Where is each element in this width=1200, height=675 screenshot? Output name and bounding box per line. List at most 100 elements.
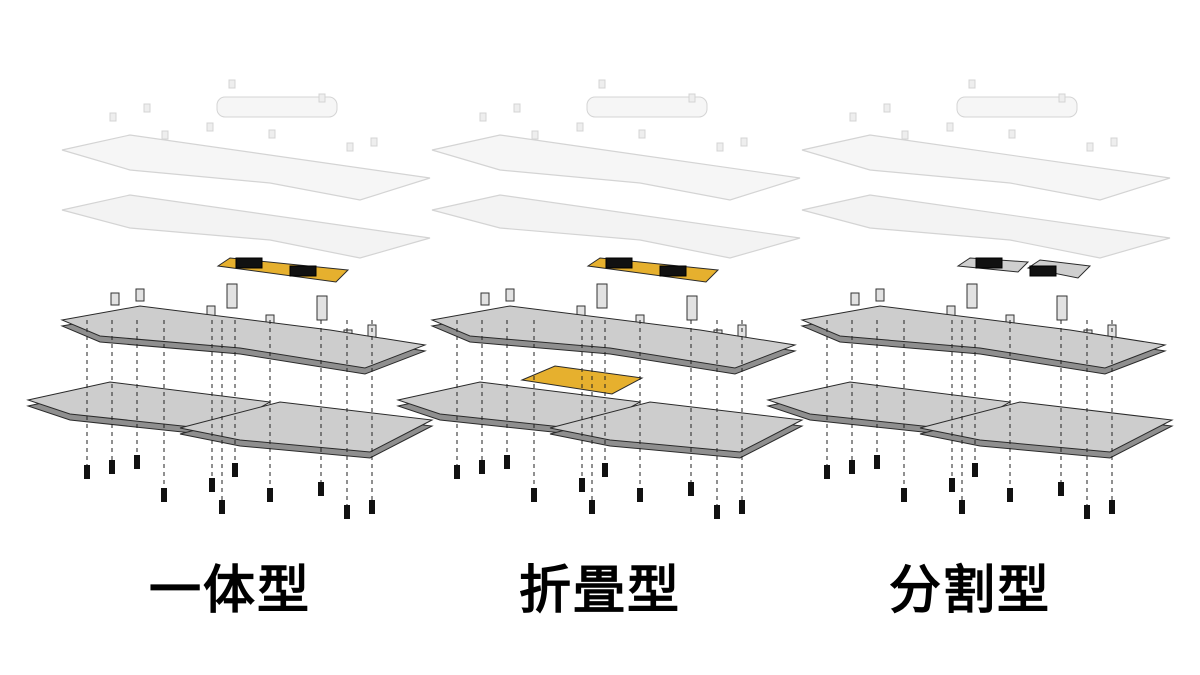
screw	[1084, 505, 1090, 519]
ghost-screw	[1086, 142, 1094, 152]
tall-standoff	[966, 283, 978, 309]
screw	[959, 500, 965, 514]
ghost-screw	[206, 122, 214, 132]
screw	[739, 500, 745, 514]
ghost-screw	[318, 93, 326, 103]
screw	[504, 455, 510, 469]
screw	[849, 460, 855, 474]
connector	[605, 257, 633, 269]
connector	[289, 265, 317, 277]
middle-plate	[800, 305, 1167, 369]
screw	[972, 463, 978, 477]
bridge-pcb-right	[1026, 259, 1092, 279]
ghost-screw	[946, 122, 954, 132]
tall-standoff	[596, 283, 608, 309]
variant-folding	[396, 79, 804, 519]
ghost-screw	[849, 112, 857, 122]
standoff	[850, 292, 860, 306]
bottom-plate-right	[549, 401, 804, 453]
screw	[602, 463, 608, 477]
tall-standoff	[1056, 295, 1068, 321]
screw	[318, 482, 324, 496]
ghost-screw	[268, 129, 276, 139]
ghost-screw	[143, 103, 151, 113]
screw	[949, 478, 955, 492]
ghost-screw	[531, 130, 539, 140]
ghost-screw	[479, 112, 487, 122]
middle-plate	[60, 305, 427, 369]
screw	[589, 500, 595, 514]
screw	[232, 463, 238, 477]
standoff	[480, 292, 490, 306]
ghost-screw	[638, 129, 646, 139]
screw	[134, 455, 140, 469]
screw	[454, 465, 460, 479]
ghost-screw	[576, 122, 584, 132]
cover-top	[216, 96, 338, 118]
label-split: 分割型	[888, 561, 1051, 621]
standoff	[110, 292, 120, 306]
screw	[161, 488, 167, 502]
screw	[267, 488, 273, 502]
ghost-screw	[901, 130, 909, 140]
ghost-screw	[740, 137, 748, 147]
standoff	[135, 288, 145, 302]
screw	[1058, 482, 1064, 496]
keyboard-pcb	[801, 194, 1171, 259]
bottom-plate-right	[179, 401, 434, 453]
connector	[975, 257, 1003, 269]
screw	[219, 500, 225, 514]
screw	[579, 478, 585, 492]
standoff	[875, 288, 885, 302]
ghost-screw	[1058, 93, 1066, 103]
label-unibody: 一体型	[148, 561, 311, 621]
keyboard-pcb	[61, 194, 431, 259]
keyboard-pcb	[431, 194, 801, 259]
cover-top	[586, 96, 708, 118]
ghost-screw	[883, 103, 891, 113]
screw	[84, 465, 90, 479]
switch-plate	[431, 134, 801, 201]
switch-plate	[801, 134, 1171, 201]
ghost-screw	[1008, 129, 1016, 139]
cover-top	[956, 96, 1078, 118]
screw	[1109, 500, 1115, 514]
ghost-screw	[370, 137, 378, 147]
screw	[209, 478, 215, 492]
ghost-screw	[109, 112, 117, 122]
screw	[637, 488, 643, 502]
screw	[369, 500, 375, 514]
connector	[235, 257, 263, 269]
ghost-screw	[968, 79, 976, 89]
ghost-screw	[716, 142, 724, 152]
standoff	[505, 288, 515, 302]
screw	[901, 488, 907, 502]
connector	[1029, 265, 1057, 277]
middle-plate	[430, 305, 797, 369]
ghost-screw	[513, 103, 521, 113]
tall-standoff	[686, 295, 698, 321]
switch-plate	[61, 134, 431, 201]
tall-standoff	[226, 283, 238, 309]
screw	[344, 505, 350, 519]
ghost-screw	[228, 79, 236, 89]
tall-standoff	[316, 295, 328, 321]
screw	[714, 505, 720, 519]
screw	[824, 465, 830, 479]
ghost-screw	[1110, 137, 1118, 147]
variant-unibody	[26, 79, 434, 519]
screw	[1007, 488, 1013, 502]
screw	[109, 460, 115, 474]
screw	[874, 455, 880, 469]
ghost-screw	[688, 93, 696, 103]
ghost-screw	[161, 130, 169, 140]
ghost-screw	[346, 142, 354, 152]
bottom-plate-right	[919, 401, 1174, 453]
screw	[531, 488, 537, 502]
screw	[688, 482, 694, 496]
label-folding: 折畳型	[518, 561, 681, 621]
screw	[479, 460, 485, 474]
variant-split	[766, 79, 1174, 519]
connector	[659, 265, 687, 277]
